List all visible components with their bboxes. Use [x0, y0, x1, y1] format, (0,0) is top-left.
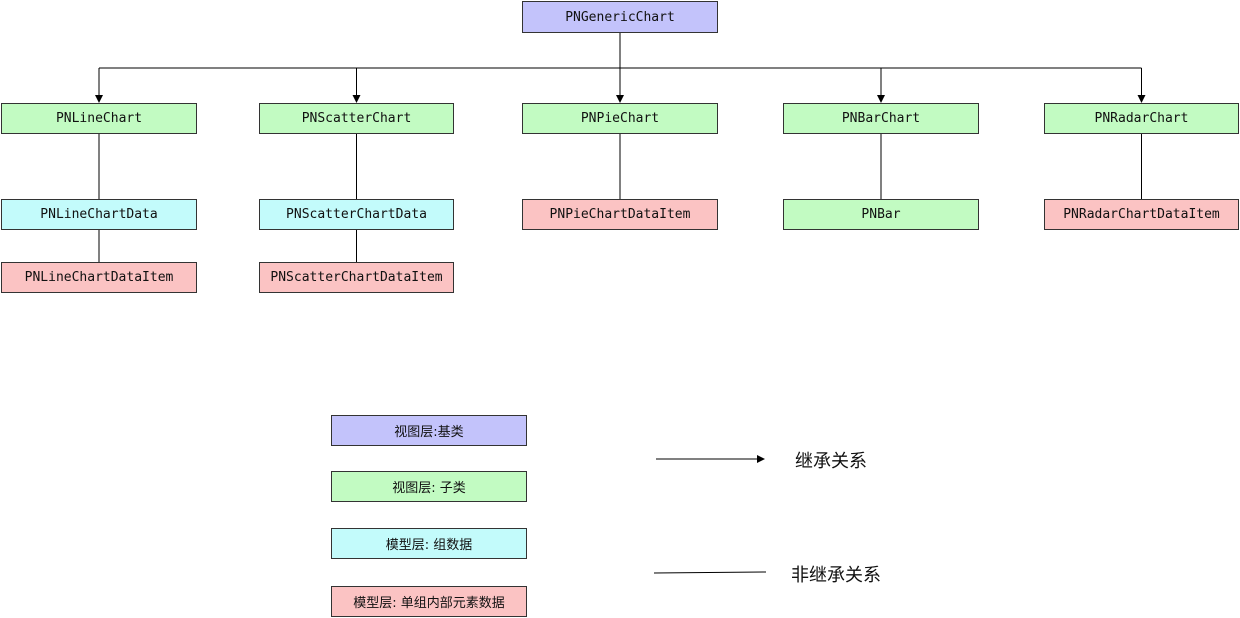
legend-inheritance-label: 继承关系 — [795, 451, 867, 472]
legend-base-view: 视图层:基类 — [331, 415, 527, 446]
node-pnlinechartdataitem: PNLineChartDataItem — [1, 262, 197, 293]
legend-item-model: 模型层: 单组内部元素数据 — [331, 586, 527, 617]
node-pnscatterchart: PNScatterChart — [259, 103, 454, 134]
node-pnscatterchartdata: PNScatterChartData — [259, 199, 454, 230]
legend-association-label: 非继承关系 — [791, 565, 881, 586]
node-pnpiechart: PNPieChart — [522, 103, 718, 134]
node-pnradarchartdataitem: PNRadarChartDataItem — [1044, 199, 1239, 230]
legend-association-line — [653, 571, 767, 574]
node-pnbar: PNBar — [783, 199, 979, 230]
node-pnlinechart: PNLineChart — [1, 103, 197, 134]
node-pnlinechartdata: PNLineChartData — [1, 199, 197, 230]
legend-group-model: 模型层: 组数据 — [331, 528, 527, 559]
node-pnpiechartdataitem: PNPieChartDataItem — [522, 199, 718, 230]
node-pnscatterchartdataitem: PNScatterChartDataItem — [259, 262, 454, 293]
node-pngenericchart: PNGenericChart — [522, 1, 718, 33]
node-pnradarchart: PNRadarChart — [1044, 103, 1239, 134]
legend-sub-view: 视图层: 子类 — [331, 471, 527, 502]
node-pnbarchart: PNBarChart — [783, 103, 979, 134]
